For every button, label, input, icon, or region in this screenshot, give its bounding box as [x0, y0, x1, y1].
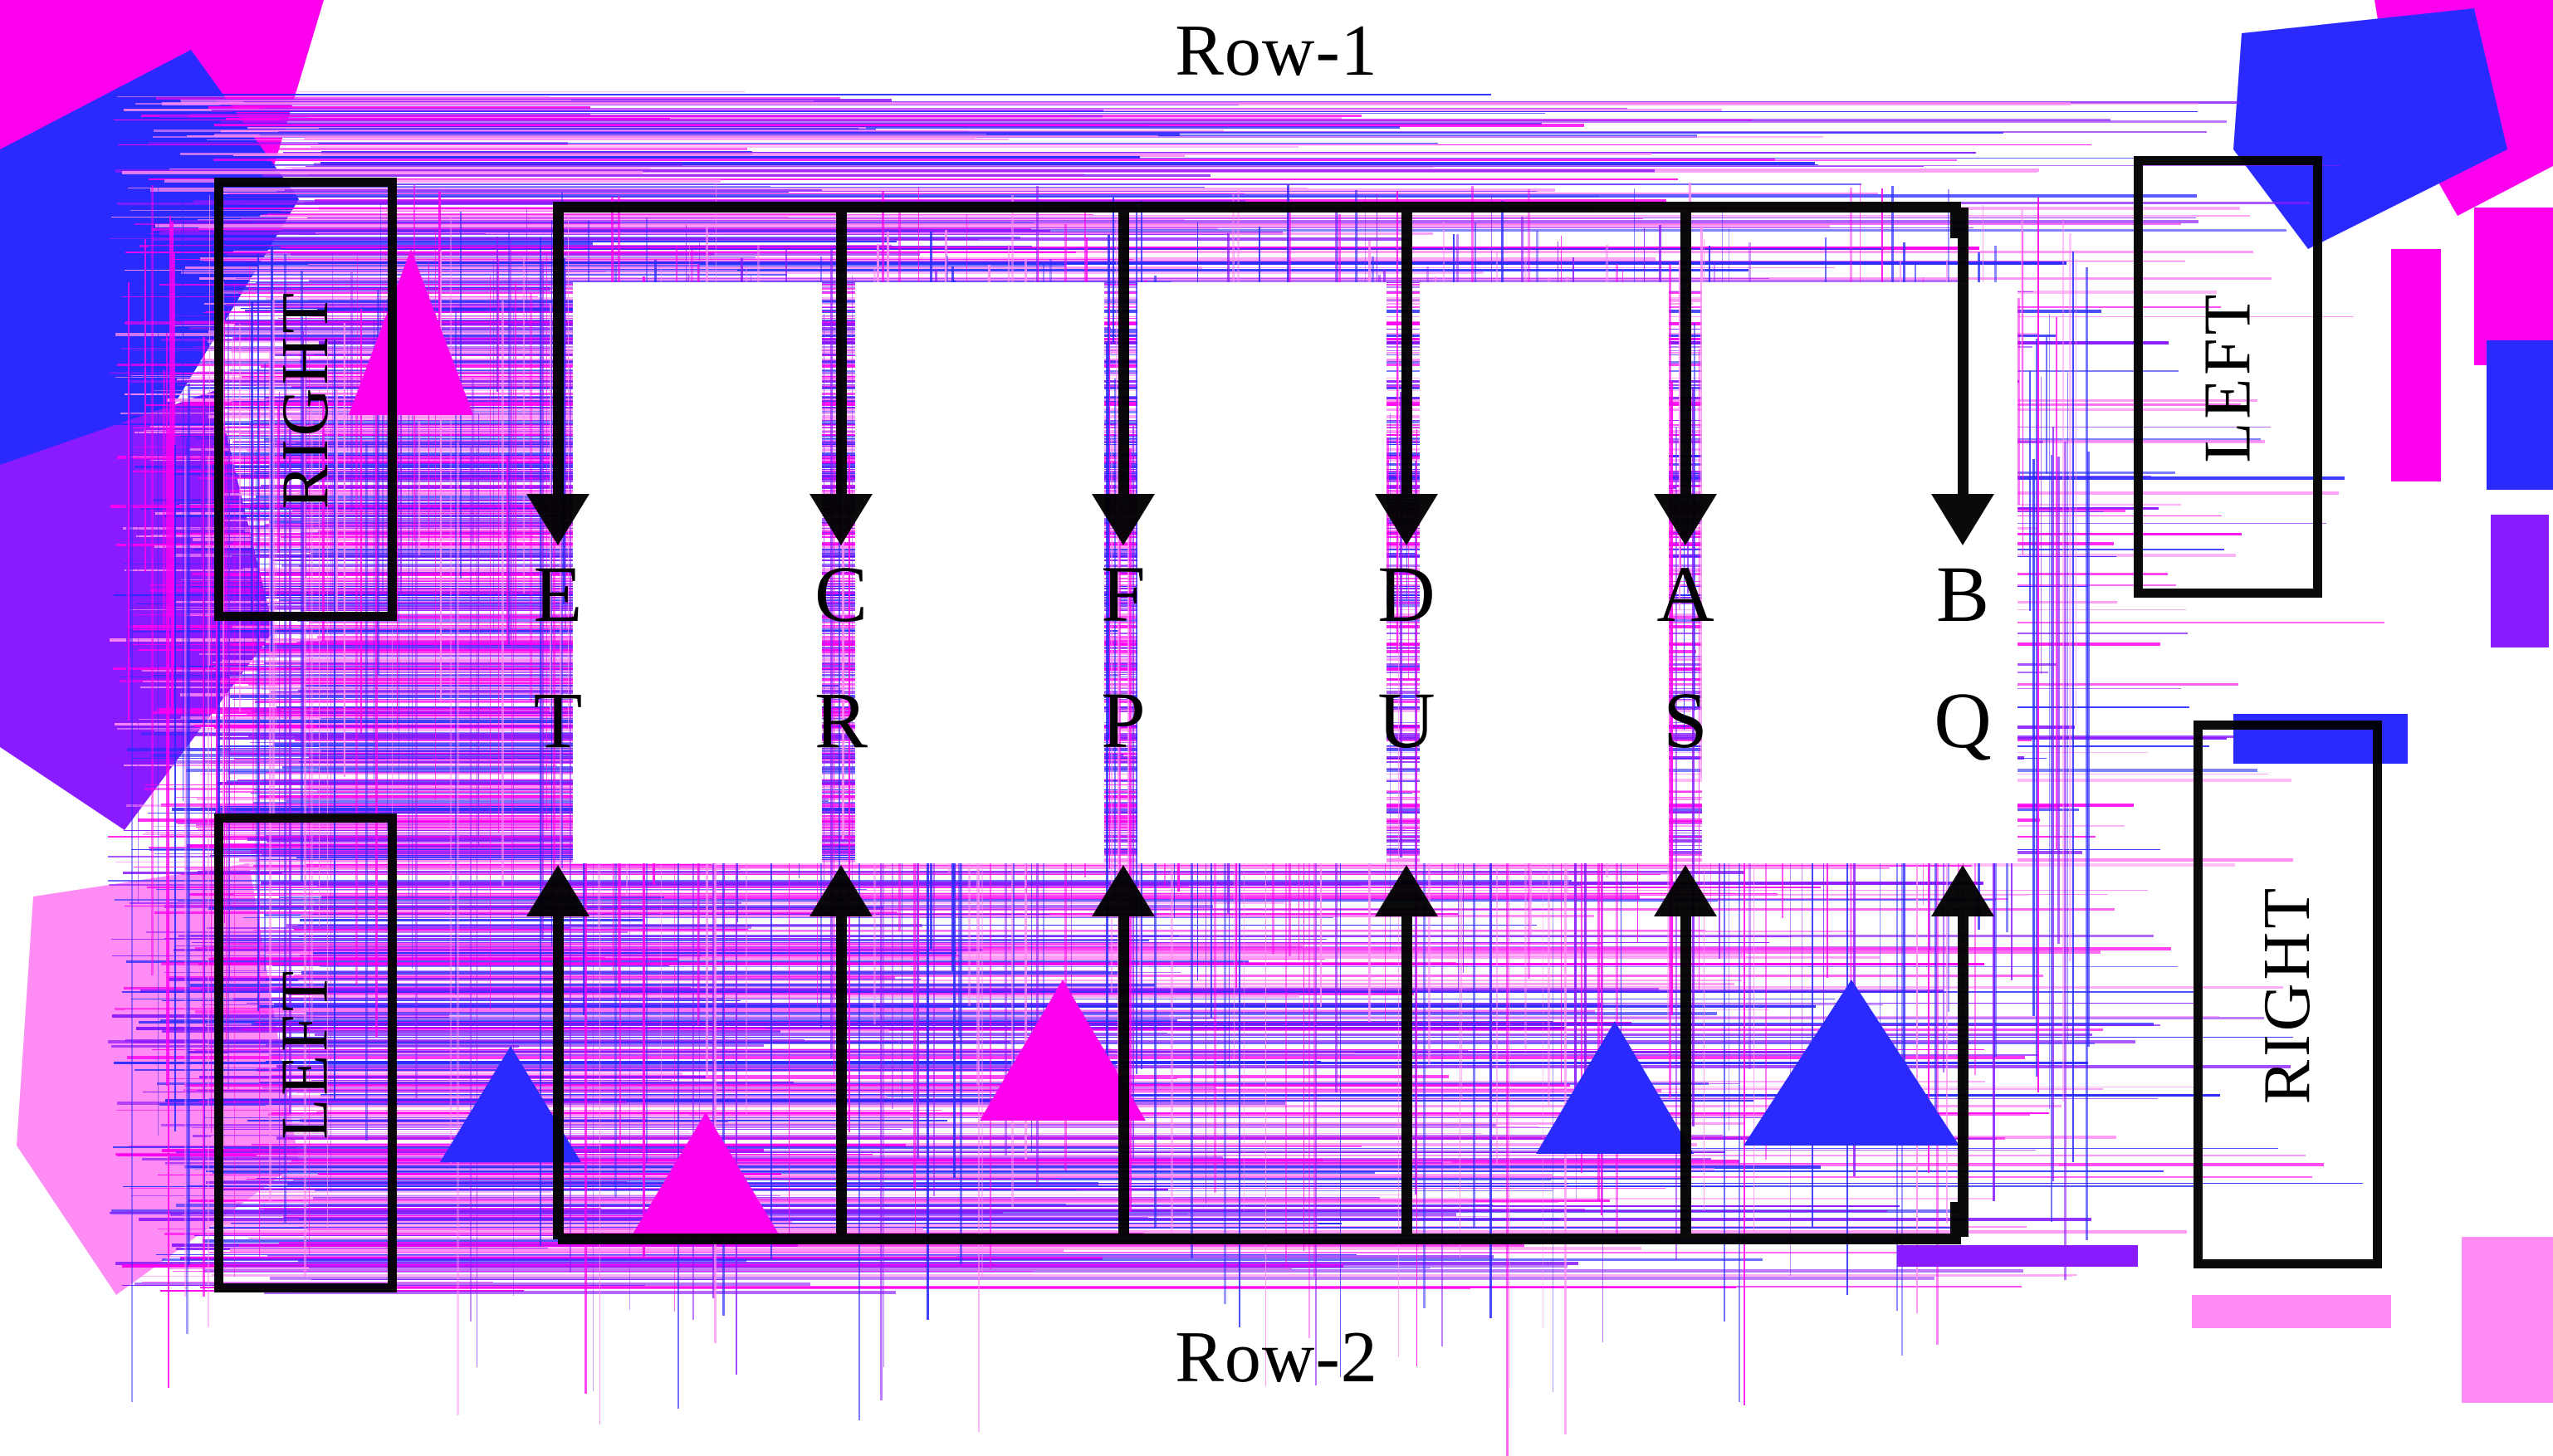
node-letter-bottom-5: S: [1663, 676, 1708, 765]
down-arrow-stem-1: [553, 208, 564, 502]
up-arrow-head-2: [809, 865, 873, 916]
node-letter-top-2: C: [814, 550, 868, 638]
node-letter-bottom-2: R: [814, 676, 868, 765]
up-arrow-head-3: [1092, 865, 1155, 916]
down-arrow-head-1: [526, 494, 589, 545]
row-2-title: Row-2: [1175, 1317, 1378, 1398]
up-arrow-head-1: [526, 865, 589, 916]
corner-label-top-left: RIGHT: [269, 289, 343, 510]
up-arrow-stem-6: [1958, 913, 1969, 1237]
corner-label-top-right: LEFT: [2191, 291, 2265, 463]
corner-label-bottom-left: LEFT: [269, 966, 342, 1140]
down-arrow-stem-5: [1680, 208, 1691, 502]
up-arrow-stem-4: [1401, 913, 1412, 1237]
down-arrow-stem-2: [836, 208, 847, 502]
corner-box-bottom-right: RIGHT: [2194, 721, 2382, 1268]
down-arrow-stem-3: [1118, 208, 1129, 502]
up-arrow-stem-1: [553, 913, 564, 1237]
row-1-bus-bar: [558, 202, 1961, 213]
up-arrow-head-4: [1375, 865, 1438, 916]
node-letter-top-5: A: [1656, 550, 1714, 638]
up-arrow-stem-3: [1118, 913, 1129, 1237]
node-letter-bottom-4: U: [1377, 676, 1435, 765]
node-letter-top-3: F: [1101, 550, 1146, 638]
corner-box-top-left: RIGHT: [214, 178, 397, 621]
corner-label-bottom-right: RIGHT: [2251, 884, 2325, 1105]
up-arrow-stem-2: [836, 913, 847, 1237]
down-arrow-stem-4: [1401, 208, 1412, 502]
node-letter-bottom-3: P: [1101, 676, 1146, 765]
up-arrow-head-5: [1654, 865, 1717, 916]
down-arrow-head-5: [1654, 494, 1717, 545]
row-1-title: Row-1: [1175, 11, 1378, 91]
row-2-bus-bar: [558, 1234, 1961, 1244]
down-arrow-stem-6: [1958, 208, 1969, 502]
node-letter-top-1: E: [533, 550, 583, 638]
down-arrow-head-4: [1375, 494, 1438, 545]
up-arrow-head-6: [1931, 865, 1994, 916]
down-arrow-head-6: [1931, 494, 1994, 545]
down-arrow-head-3: [1092, 494, 1155, 545]
node-letter-top-6: B: [1935, 550, 1990, 638]
node-letter-bottom-6: Q: [1934, 676, 1992, 765]
corner-box-top-right: LEFT: [2134, 156, 2322, 598]
node-letter-bottom-1: T: [533, 676, 583, 765]
down-arrow-head-2: [809, 494, 873, 545]
up-arrow-stem-5: [1680, 913, 1691, 1237]
corner-box-bottom-left: LEFT: [214, 814, 397, 1292]
node-letter-top-4: D: [1377, 550, 1435, 638]
